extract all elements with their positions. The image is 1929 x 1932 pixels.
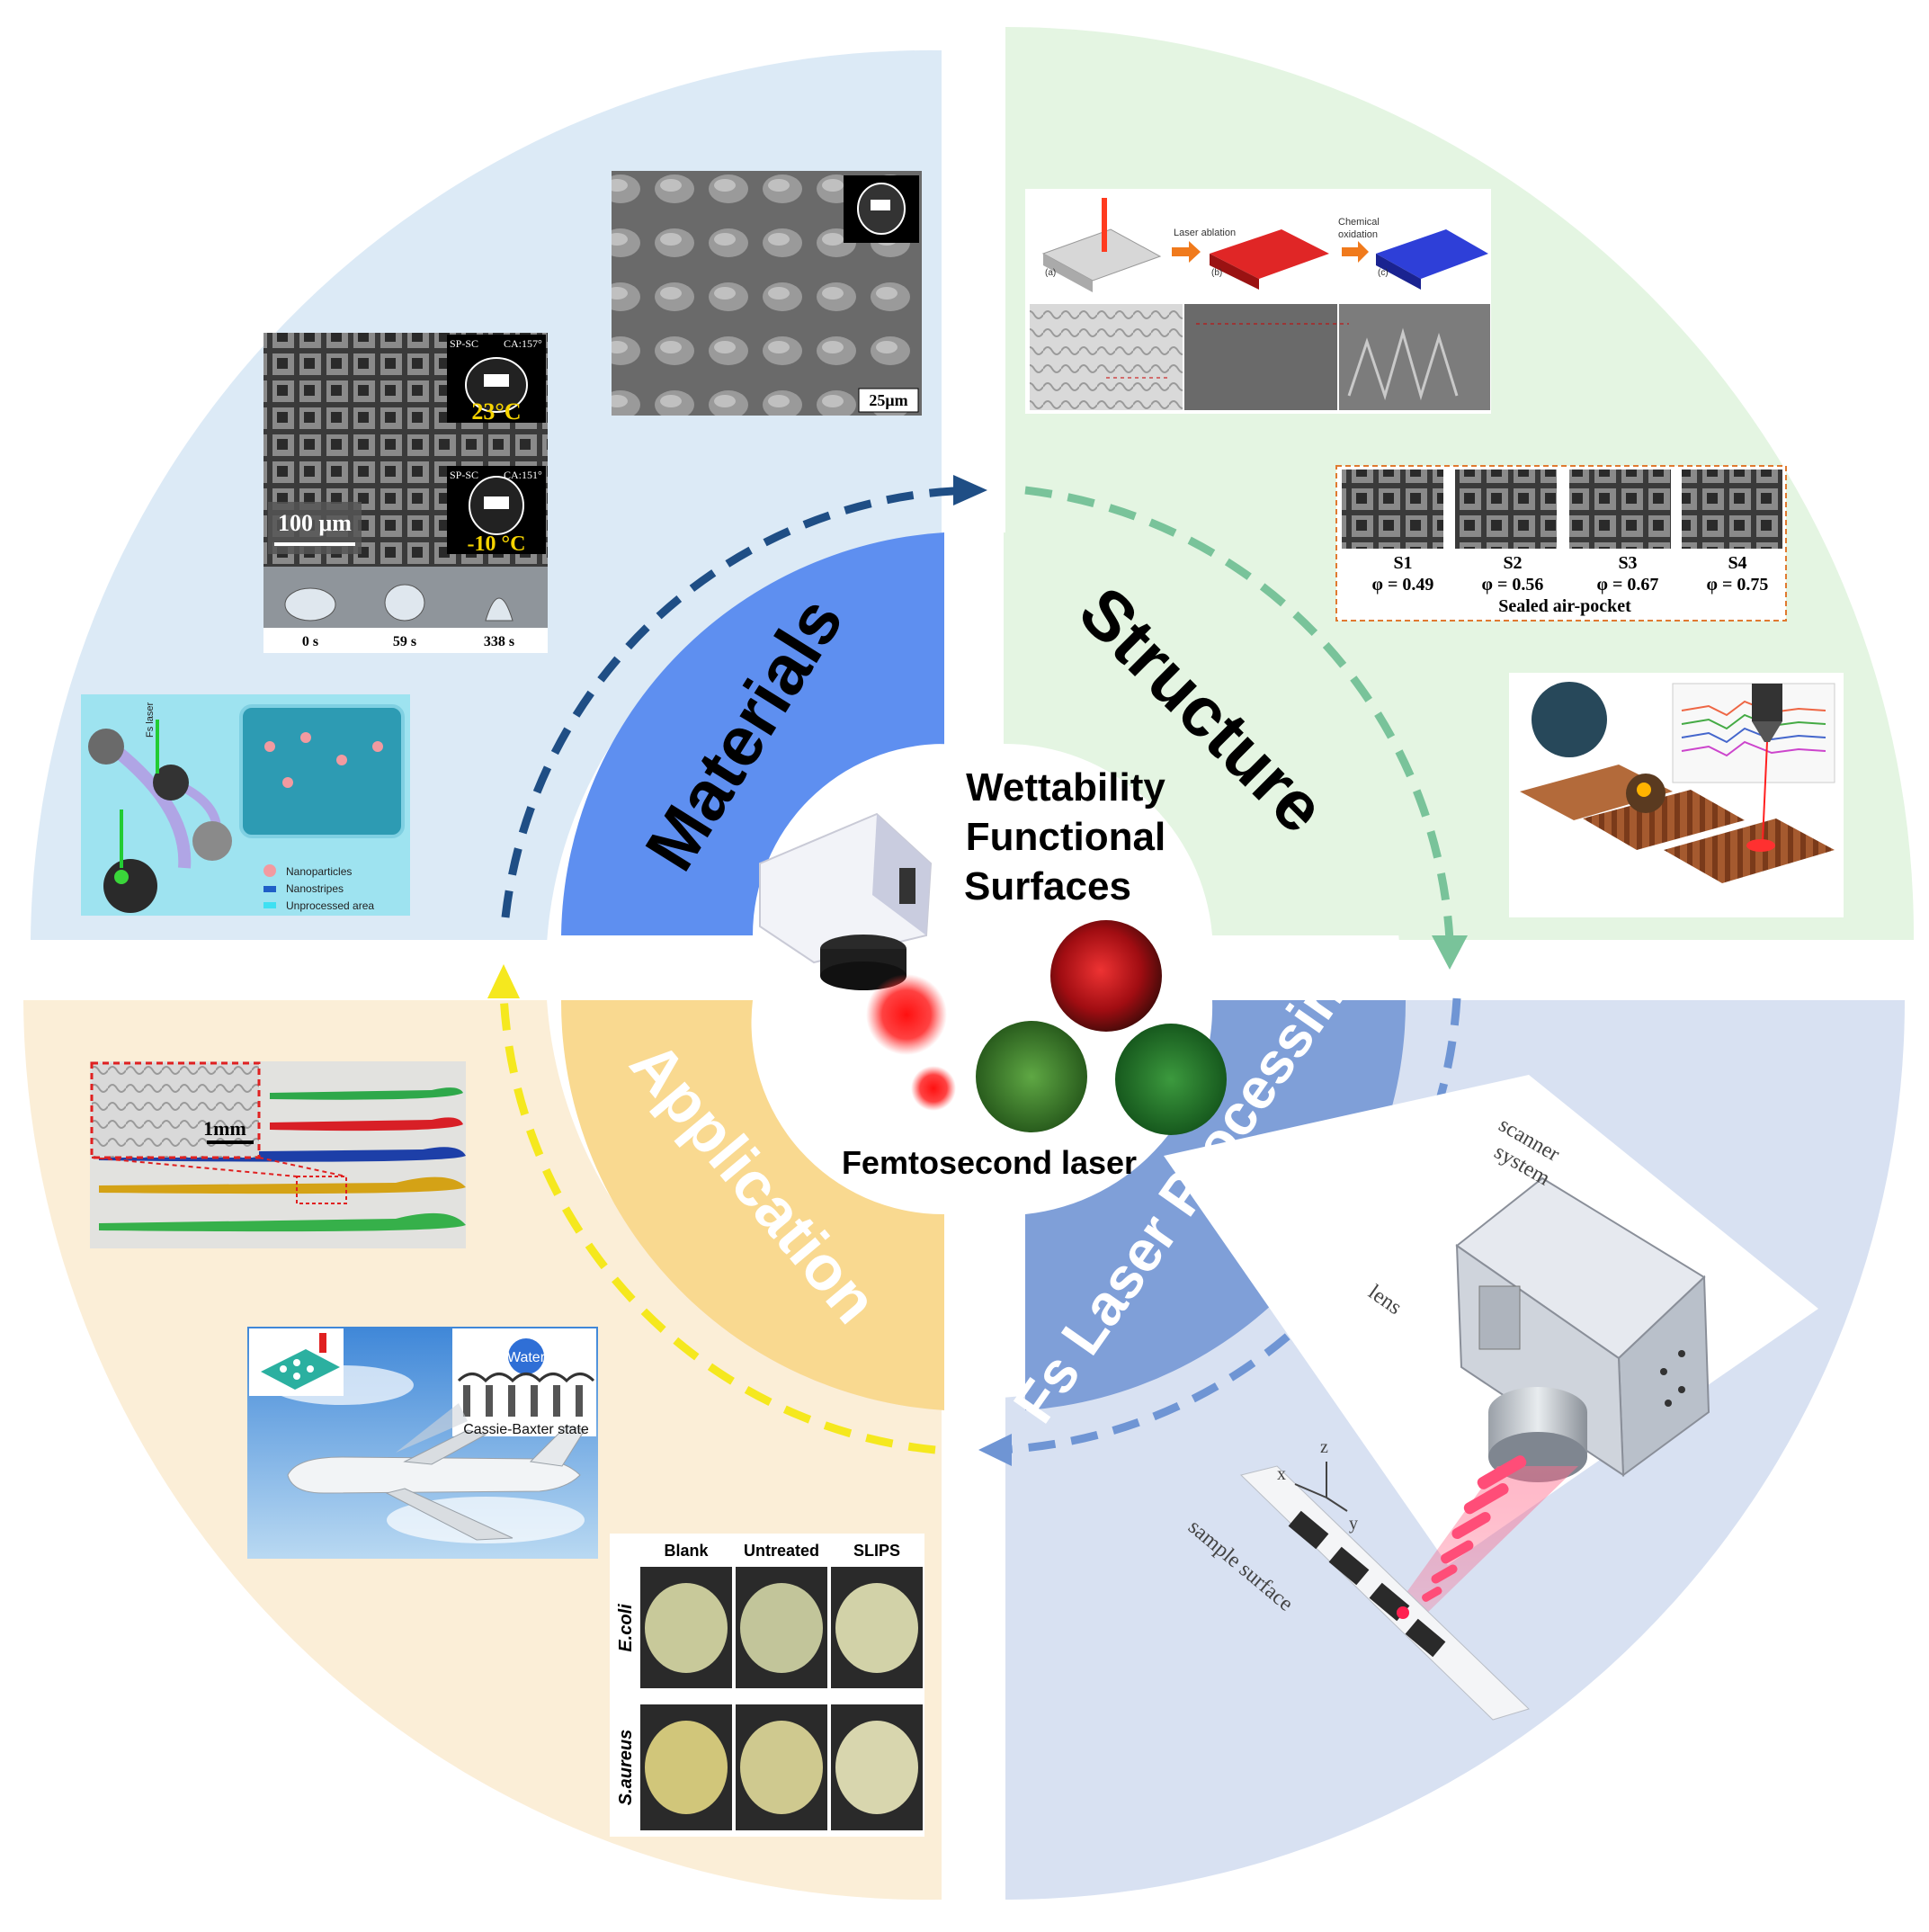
process-label-c: (c)	[1378, 268, 1389, 278]
sample-s1-phi: φ = 0.49	[1372, 575, 1434, 595]
sem-pillar-image	[263, 333, 548, 619]
axis-z-label: z	[1320, 1437, 1328, 1457]
sample-s2-phi: φ = 0.56	[1482, 575, 1544, 595]
arrow-application-to-materials	[499, 993, 936, 1454]
process-step-ablation: Laser ablation	[1174, 228, 1236, 238]
cassie-baxter-label: Cassie-Baxter state	[463, 1422, 589, 1437]
process-step-oxidation-1: Chemical	[1338, 217, 1380, 228]
sample-s2-name: S2	[1503, 553, 1522, 573]
sem2-scale-label: 25μm	[869, 391, 907, 409]
grass-dew-image	[976, 1021, 1087, 1132]
water-label: Water	[507, 1350, 546, 1365]
droplet-time-0: 0 s	[302, 634, 318, 649]
structure-band	[1004, 532, 1406, 935]
process-label-b: (b)	[1211, 268, 1222, 278]
laser-spot-large	[866, 974, 947, 1055]
liquid-transport-image	[90, 1061, 466, 1248]
dish-row-saureus: S.aureus	[616, 1730, 636, 1805]
center-title-line-1: Wettability	[966, 765, 1165, 809]
np-laser-label: Fs laser	[145, 702, 156, 738]
droplet-time-2: 338 s	[484, 634, 514, 649]
sealed-air-pocket-panel	[1335, 465, 1787, 622]
arrow-processing-head	[978, 1434, 1012, 1466]
center-title-line-2: Functional	[966, 815, 1165, 859]
sample-s4-name: S4	[1728, 553, 1746, 573]
arrow-materials-to-structure	[501, 486, 974, 918]
nanoparticle-diagram	[81, 694, 410, 916]
center-title-line-3: Surfaces	[964, 864, 1131, 908]
laser-spot-small	[911, 1066, 956, 1111]
dish-col-untreated: Untreated	[744, 1542, 819, 1560]
rose-image	[1050, 920, 1162, 1032]
axis-y-label: y	[1349, 1514, 1358, 1534]
arrow-materials-head	[953, 475, 987, 505]
antibacterial-dish-panel	[610, 1534, 924, 1837]
center-caption: Femtosecond laser	[842, 1144, 1137, 1181]
sealed-air-pocket-caption: Sealed air-pocket	[1498, 596, 1631, 616]
transport-scale-label: 1mm	[203, 1117, 246, 1140]
np-legend-nanoparticles: Nanoparticles	[286, 865, 352, 878]
lotus-leaf-image	[1115, 1024, 1227, 1135]
dish-col-blank: Blank	[664, 1542, 709, 1560]
sample-s4-phi: φ = 0.75	[1707, 575, 1769, 595]
sem1-tag-top: SP-SC	[450, 337, 478, 350]
sem1-tag-bottom: SP-SC	[450, 469, 478, 481]
sample-s3-name: S3	[1618, 553, 1637, 573]
sem1-temp-top: 23°C	[471, 398, 521, 425]
application-band	[560, 1000, 944, 1410]
droplet-time-1: 59 s	[393, 634, 416, 649]
axis-x-label: x	[1277, 1464, 1286, 1484]
np-legend-unprocessed: Unprocessed area	[286, 899, 374, 912]
arrow-structure-to-processing	[1024, 486, 1454, 941]
sem1-ca-bottom: CA:151°	[504, 469, 542, 481]
sample-s1-name: S1	[1393, 553, 1412, 573]
sers-detection-diagram	[1509, 673, 1844, 917]
sem1-ca-top: CA:157°	[504, 337, 542, 350]
dish-col-slips: SLIPS	[853, 1542, 900, 1560]
dish-row-ecoli: E.coli	[616, 1604, 636, 1652]
sem1-scale-label: 100 μm	[278, 510, 352, 536]
sem-scale-structure-image	[612, 171, 922, 416]
arrow-structure-head	[1432, 935, 1468, 970]
arrow-application-head	[487, 964, 520, 998]
np-legend-nanostripes: Nanostripes	[286, 882, 344, 895]
materials-band	[561, 532, 944, 935]
laser-device-icon	[759, 812, 933, 990]
process-label-a: (a)	[1045, 268, 1056, 278]
laser-scanner-diagram	[1164, 1075, 1818, 1721]
process-step-oxidation-2: oxidation	[1338, 229, 1378, 240]
sem1-temp-bottom: -10 °C	[468, 532, 526, 556]
structure-process-diagram	[1025, 189, 1491, 414]
sample-s3-phi: φ = 0.67	[1597, 575, 1659, 595]
aircraft-anti-icing-image	[247, 1327, 598, 1559]
droplet-time-strip	[263, 567, 548, 653]
